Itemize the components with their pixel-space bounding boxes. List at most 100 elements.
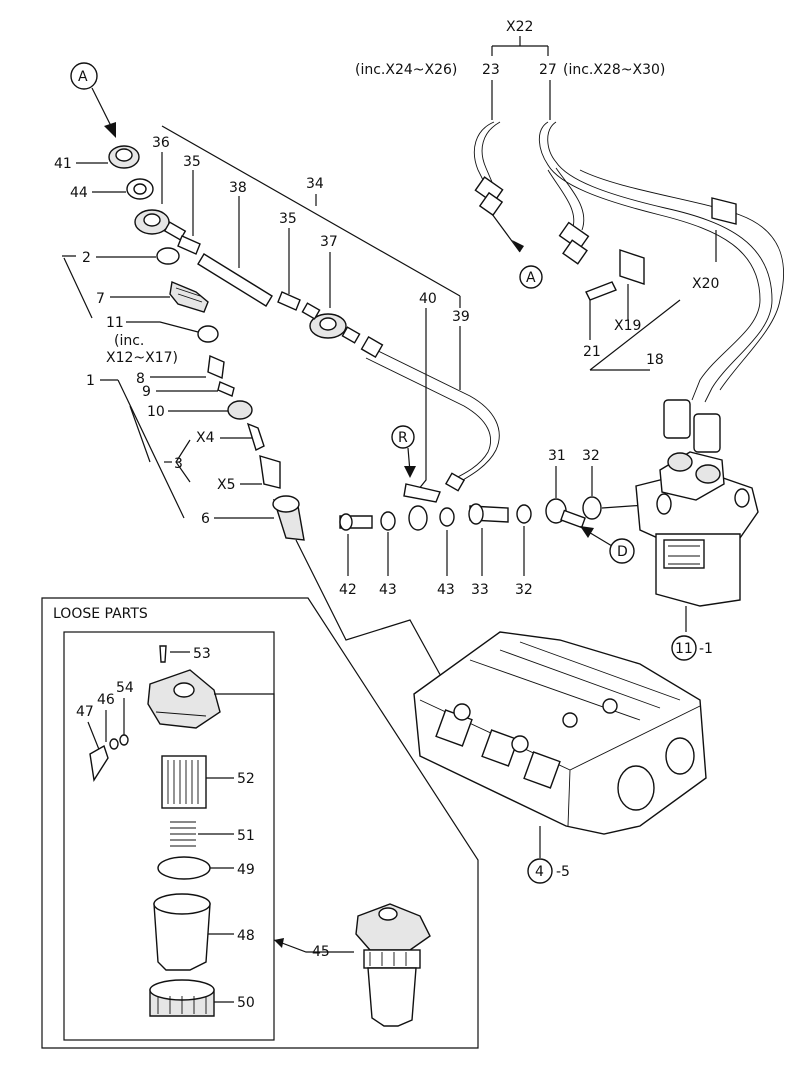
return-line-parts: 41 44 36 35 38 34 35 37 (54, 125, 500, 503)
callout-a-top-group: A (70, 62, 116, 138)
label-47: 47 (76, 704, 94, 720)
label-x5: X5 (217, 477, 236, 493)
label-23-note: (inc.X24~X26) (355, 62, 457, 78)
label-10: 10 (147, 404, 165, 420)
injection-pump: 11 -1 (635, 451, 759, 661)
part-x4 (246, 422, 265, 451)
pump-ref-circle (671, 635, 697, 661)
callout-r-label: R (398, 430, 408, 446)
label-52: 52 (237, 771, 255, 787)
callout-r (391, 425, 415, 449)
part-8-spring (207, 354, 225, 380)
part-32-washer-b (582, 496, 602, 520)
label-x22: X22 (506, 19, 533, 35)
label-37: 37 (320, 234, 338, 250)
label-46: 46 (97, 692, 115, 708)
label-8: 8 (136, 371, 145, 387)
pump-ref-number: 11 (675, 641, 693, 657)
label-53: 53 (193, 646, 211, 662)
label-3: 3 (174, 456, 183, 472)
injection-pipe-23 (474, 121, 501, 187)
part-43-washer-a (380, 511, 396, 531)
label-x20: X20 (692, 276, 719, 292)
part-x5 (259, 455, 281, 489)
head-ref-suffix: -5 (556, 864, 570, 880)
callout-a-pipe (519, 265, 543, 289)
part-2-o-ring (156, 247, 180, 265)
label-x19: X19 (614, 318, 641, 334)
label-11-inc: (inc. (114, 333, 144, 349)
part-35-clamp-b (277, 291, 301, 311)
label-32b: 32 (582, 448, 600, 464)
nozzle-stack: 2 7 11 (inc. X12~X17) 8 9 10 X4 X5 (62, 247, 455, 701)
part-35-clamp-a (177, 235, 201, 255)
label-48: 48 (237, 928, 255, 944)
label-11: 11 (106, 315, 124, 331)
callout-a-pipe-label: A (526, 270, 536, 286)
part-38-hose (197, 253, 273, 307)
part-9-seat (217, 381, 235, 397)
callout-d (609, 538, 635, 564)
label-7: 7 (96, 291, 105, 307)
label-49: 49 (237, 862, 255, 878)
label-9: 9 (142, 384, 151, 400)
pump-ref-suffix: -1 (699, 641, 713, 657)
label-2: 2 (82, 250, 91, 266)
label-27-note: (inc.X28~X30) (563, 62, 665, 78)
injection-pipe-27 (538, 121, 773, 403)
label-34: 34 (306, 176, 324, 192)
part-47-lever (89, 744, 109, 782)
part-52-element (161, 755, 207, 809)
label-18: 18 (646, 352, 664, 368)
label-35b: 35 (279, 211, 297, 227)
head-ref-number: 4 (535, 864, 544, 880)
injection-pipe-group: X22 (inc.X24~X26) 23 27 (inc.X28~X30) A … (355, 19, 784, 453)
label-54: 54 (116, 680, 134, 696)
callout-r-group: R (391, 425, 416, 478)
part-43-washer-b (439, 507, 455, 527)
label-40: 40 (419, 291, 437, 307)
label-41: 41 (54, 156, 72, 172)
callout-d-group: D (580, 526, 635, 564)
label-21: 21 (583, 344, 601, 360)
pipe-clamp-upper (711, 197, 737, 225)
part-45-filter-assembly (355, 903, 431, 1027)
label-23: 23 (482, 62, 500, 78)
label-38: 38 (229, 180, 247, 196)
label-43a: 43 (379, 582, 397, 598)
label-36: 36 (152, 135, 170, 151)
label-27: 27 (539, 62, 557, 78)
pipe-clamp-lower (619, 249, 645, 285)
part-40-joint (403, 483, 441, 503)
part-32-washer-a (516, 504, 532, 524)
label-43b: 43 (437, 582, 455, 598)
loose-parts-panel: LOOSE PARTS 53 54 46 47 52 51 49 (41, 597, 479, 1049)
label-6: 6 (201, 511, 210, 527)
fuel-line-hardware: 42 43 43 33 32 31 32 (339, 448, 661, 598)
label-42: 42 (339, 582, 357, 598)
label-39: 39 (452, 309, 470, 325)
label-32a: 32 (515, 582, 533, 598)
label-50: 50 (237, 995, 255, 1011)
label-35a: 35 (183, 154, 201, 170)
label-1: 1 (86, 373, 95, 389)
label-11-range: X12~X17) (106, 350, 178, 366)
clamp-bolt (585, 281, 617, 301)
label-44: 44 (70, 185, 88, 201)
part-49-o-ring (157, 856, 211, 880)
part-11-washer (197, 325, 219, 343)
cylinder-head: 4 -5 (413, 631, 707, 884)
label-31: 31 (548, 448, 566, 464)
label-51: 51 (237, 828, 255, 844)
loose-parts-title: LOOSE PARTS (53, 606, 148, 622)
head-ref-circle (527, 858, 553, 884)
part-filter-head (147, 669, 221, 729)
callout-d-label: D (617, 544, 628, 560)
callout-a-top-label: A (78, 69, 88, 85)
callout-a-top (70, 62, 98, 90)
part-40-banjo (408, 505, 428, 531)
part-7-holder (169, 281, 209, 313)
part-10-nut (227, 400, 253, 420)
label-x4: X4 (196, 430, 215, 446)
